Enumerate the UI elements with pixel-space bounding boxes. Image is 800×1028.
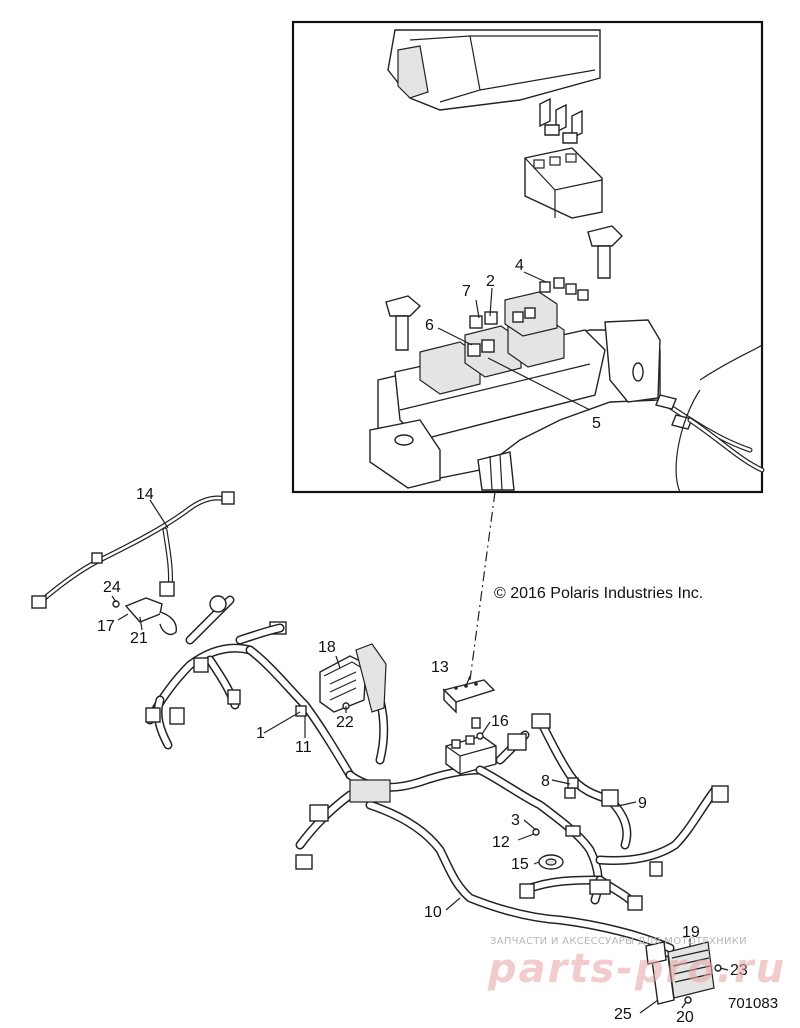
callout-21: 21: [130, 630, 148, 647]
main-wiring-harness: 14 24 17 21 18 22 1 11 13 16 8 9 3 12 15…: [31, 486, 748, 1026]
main-trunk: [235, 623, 675, 953]
callout-12: 12: [492, 834, 510, 851]
callout-1: 1: [256, 725, 265, 742]
callout-7: 7: [462, 283, 471, 300]
callout-25: 25: [614, 1006, 632, 1023]
fuse-block: [524, 147, 603, 219]
watermark: ЗАПЧАСТИ И АКСЕССУАРЫ ДЛЯ МОТОТЕХНИКИ pa…: [487, 936, 786, 992]
detail-leader-dashed: [469, 491, 496, 681]
callout-5: 5: [592, 415, 601, 432]
callout-24: 24: [103, 579, 121, 596]
right-harness-9: [475, 713, 729, 911]
callout-9: 9: [638, 795, 647, 812]
callout-11: 11: [295, 739, 312, 756]
diagram-number: 701083: [728, 995, 778, 1012]
fasteners: [112, 597, 722, 1004]
callout-4: 4: [515, 257, 524, 274]
terminal-leads: [655, 344, 765, 493]
inset-leaders: [437, 271, 591, 411]
callout-15: 15: [511, 856, 529, 873]
callout-17: 17: [97, 618, 115, 635]
fuse-holder-13: [442, 679, 496, 714]
fuse-box-cover: [387, 29, 601, 111]
callout-13: 13: [431, 659, 449, 676]
harness-14: [31, 491, 235, 609]
callout-16: 16: [491, 713, 509, 730]
callout-20: 20: [676, 1009, 694, 1026]
mini-fuses: [539, 97, 583, 144]
watermark-tagline: ЗАПЧАСТИ И АКСЕССУАРЫ ДЛЯ МОТОТЕХНИКИ: [490, 936, 747, 947]
fuse-box-detail-inset: 7 2 4 6 5: [291, 20, 765, 494]
callout-8: 8: [541, 773, 550, 790]
callout-10: 10: [424, 904, 442, 921]
copyright-notice: © 2016 Polaris Industries Inc.: [494, 585, 703, 602]
watermark-logo: parts-pro.ru: [487, 946, 786, 992]
callout-6: 6: [425, 317, 434, 334]
callout-22: 22: [336, 714, 354, 731]
callout-3: 3: [511, 812, 520, 829]
grommet-15: [538, 854, 564, 870]
ecu-module-18: [319, 643, 387, 713]
harness-fuse-box: [445, 717, 497, 775]
callout-18: 18: [318, 639, 336, 656]
relay-fuse-box: [369, 277, 661, 491]
left-front-harness: [145, 595, 287, 750]
bolt-right: [587, 225, 623, 279]
callout-14: 14: [136, 486, 154, 503]
main-leaders: [111, 499, 729, 1014]
callout-2: 2: [486, 273, 495, 290]
callout-19: 19: [682, 924, 700, 941]
bolt-left: [385, 295, 422, 351]
regulator-19: [645, 941, 715, 1005]
callout-23: 23: [730, 962, 748, 979]
